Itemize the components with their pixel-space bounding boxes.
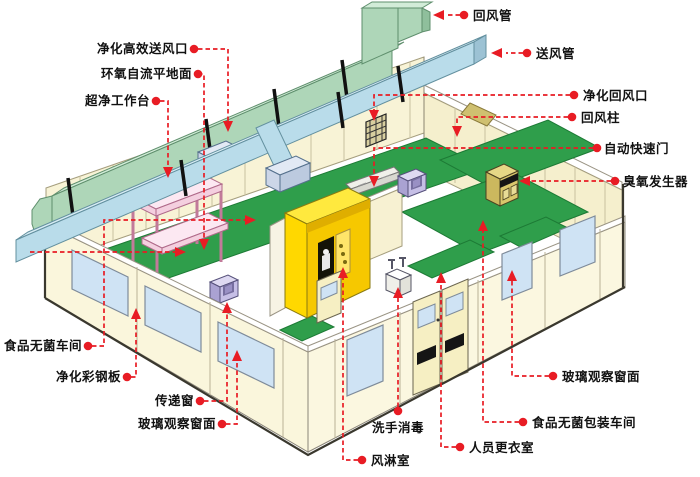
- leader-dots: [83, 10, 620, 465]
- label-food-sterile-workshop: 食品无菌车间: [3, 338, 82, 353]
- label-return-air-column: 回风柱: [581, 110, 621, 125]
- label-rapid-door: 自动快速门: [604, 141, 670, 156]
- label-hand-wash: 洗手消毒: [372, 420, 425, 435]
- label-return-duct: 回风管: [473, 8, 513, 23]
- leader-arrows: [131, 10, 530, 361]
- label-clean-bench: 超净工作台: [84, 93, 150, 108]
- label-hepa-supply-outlet: 净化高效送风口: [96, 41, 188, 56]
- observation-window-3: [217, 321, 275, 389]
- floor-corner-strip: [278, 315, 336, 342]
- label-transfer-window: 传递窗: [154, 393, 194, 408]
- label-ozone-generator: 臭氧发生器: [623, 174, 689, 189]
- return-air-grille: [365, 113, 387, 148]
- floor-right-room: [400, 171, 590, 255]
- label-supply-duct: 送风管: [536, 46, 576, 61]
- transfer-window-box-left: [208, 274, 240, 304]
- label-air-shower: 风淋室: [371, 453, 411, 468]
- floor-corridor-1: [406, 239, 496, 279]
- changing-room-doors: [412, 278, 469, 396]
- transfer-window-box-right: [396, 168, 428, 198]
- label-glass-window-right: 玻璃观察窗面: [562, 369, 641, 384]
- observation-window-2: [144, 285, 202, 353]
- observation-window-1: [71, 249, 129, 317]
- label-packaging-workshop: 食品无菌包装车间: [532, 415, 637, 430]
- supply-air-duct-blue: [15, 34, 487, 263]
- duct-joint-bands: [66, 59, 349, 217]
- label-glass-window-left: 玻璃观察窗面: [137, 416, 216, 431]
- front-right-wall: [307, 215, 626, 453]
- front-left-wall: [44, 217, 309, 453]
- observation-window-5: [501, 241, 533, 301]
- observation-window-4: [346, 324, 384, 397]
- observation-window-6: [559, 215, 596, 277]
- label-changing-room: 人员更衣室: [469, 440, 535, 455]
- hepa-diffuser-2: [264, 155, 312, 193]
- label-return-air-outlet: 净化回风口: [583, 88, 649, 103]
- ozone-generator-unit: [484, 163, 520, 207]
- duct-joint-bands-blue: [179, 65, 405, 197]
- return-air-column-cap: [460, 102, 497, 127]
- corridor-door: [316, 270, 342, 324]
- label-epoxy-floor: 环氧自流平地面: [100, 66, 192, 81]
- label-color-steel-panel: 净化彩钢板: [55, 369, 121, 384]
